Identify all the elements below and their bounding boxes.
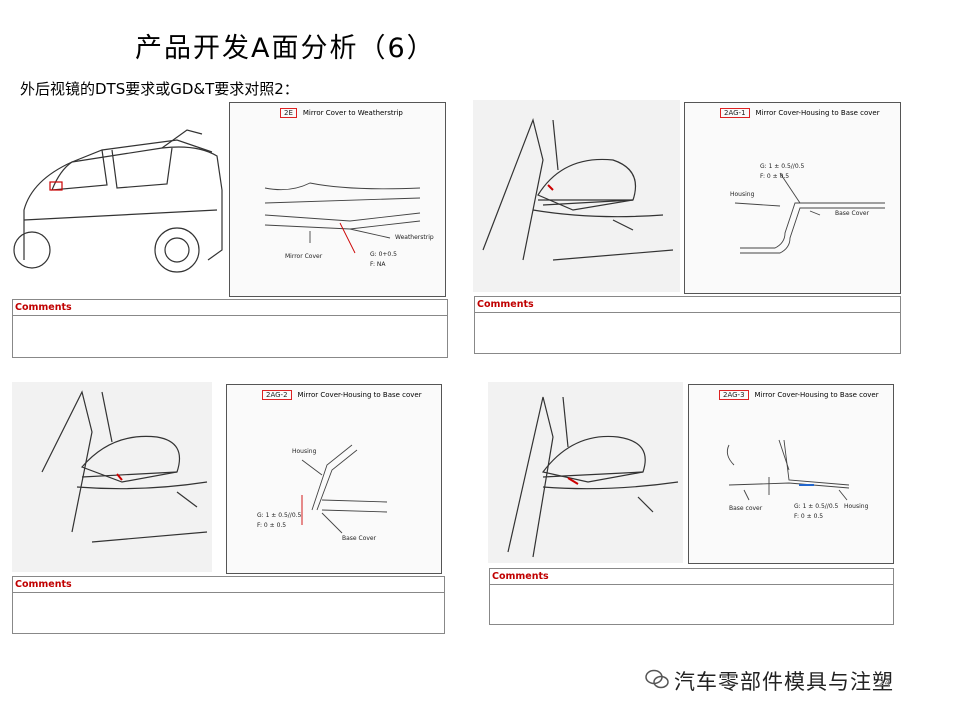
page-title: 产品开发A面分析（6） — [135, 33, 436, 64]
label-flush: F: 0 ± 0.5 — [760, 173, 790, 180]
panel-2e: 2E Mirror Cover to Weatherstrip Mirror Co… — [12, 100, 448, 360]
label-a: Mirror Cover — [285, 253, 323, 260]
wechat-icon — [645, 669, 669, 689]
comments-label: Comments — [475, 297, 900, 313]
label-gap: G: 0+0.5 — [370, 251, 397, 258]
section-code: 2AG-1 — [720, 108, 750, 118]
comments-label: Comments — [13, 577, 444, 593]
section-drawing: 2E Mirror Cover to Weatherstrip Mirror Co… — [229, 102, 446, 297]
mirror-view-image — [488, 382, 683, 563]
car-side-view-image — [12, 100, 224, 296]
section-heading: Mirror Cover-Housing to Base cover — [297, 391, 422, 399]
label-a: Base cover — [729, 505, 763, 512]
section-code: 2E — [280, 108, 297, 118]
label-flush: F: 0 ± 0.5 — [257, 522, 287, 529]
label-a: Housing — [730, 191, 755, 198]
comments-label: Comments — [490, 569, 893, 585]
label-gap: G: 1 ± 0.5//0.5 — [760, 163, 805, 170]
section-code: 2AG-3 — [719, 390, 749, 400]
label-b: Weatherstrip — [395, 234, 434, 241]
comments-box[interactable]: Comments — [12, 299, 448, 358]
label-flush: F: 0 ± 0.5 — [794, 513, 824, 520]
comments-box[interactable]: Comments — [12, 576, 445, 634]
section-heading: Mirror Cover-Housing to Base cover — [754, 391, 879, 399]
label-a: Housing — [292, 448, 317, 455]
comments-box[interactable]: Comments — [474, 296, 901, 354]
mirror-view-image — [473, 100, 680, 292]
comments-label: Comments — [13, 300, 447, 316]
footer-brand: 汽车零部件模具与注塑 — [674, 670, 894, 694]
label-b: Base Cover — [835, 210, 870, 217]
section-heading: Mirror Cover-Housing to Base cover — [755, 109, 880, 117]
label-gap: G: 1 ± 0.5//0.5 — [794, 503, 839, 510]
section-code: 2AG-2 — [262, 390, 292, 400]
section-heading: Mirror Cover to Weatherstrip — [302, 109, 403, 117]
page-number: 24 — [878, 678, 891, 689]
label-b: Housing — [844, 503, 869, 510]
comments-box[interactable]: Comments — [489, 568, 894, 625]
label-flush: F: NA — [370, 261, 386, 268]
page-subtitle: 外后视镜的DTS要求或GD&T要求对照2： — [20, 80, 299, 98]
label-b: Base Cover — [342, 535, 377, 542]
mirror-view-image — [12, 382, 212, 572]
label-gap: G: 1 ± 0.5//0.5 — [257, 512, 302, 519]
